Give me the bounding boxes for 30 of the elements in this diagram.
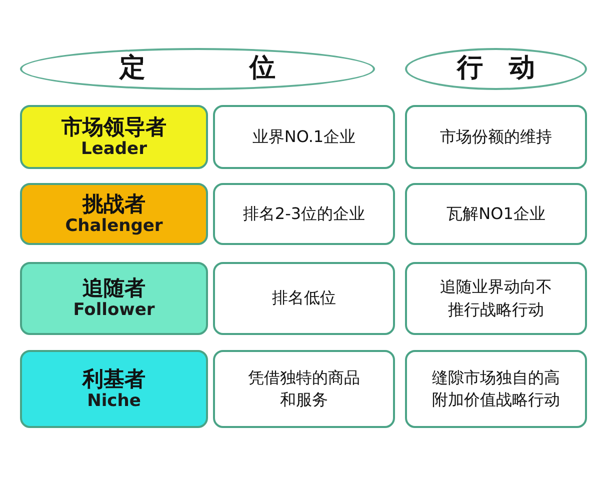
position-box bbox=[213, 105, 395, 169]
role-box bbox=[20, 183, 208, 245]
cell-text: 追随业界动向不推行战略行动 bbox=[439, 276, 553, 320]
action-box bbox=[405, 105, 587, 169]
role-name: 追随者 bbox=[82, 276, 146, 300]
action-box bbox=[405, 183, 587, 245]
cell-text: 瓦解NO1企业 bbox=[446, 202, 546, 225]
role-name: 挑战者 bbox=[82, 192, 146, 216]
action-box bbox=[405, 350, 587, 428]
role-box bbox=[20, 105, 208, 169]
position-box bbox=[213, 183, 395, 245]
cell-text: 排名低位 bbox=[272, 287, 336, 310]
role-english-name: Leader bbox=[81, 138, 147, 160]
position-box bbox=[213, 262, 395, 335]
role-box bbox=[20, 262, 208, 335]
action-box bbox=[405, 262, 587, 335]
cell-text: 凭借独特的商品和服务 bbox=[247, 366, 361, 411]
role-english-name: Niche bbox=[87, 390, 141, 412]
role-name: 利基者 bbox=[82, 366, 146, 391]
column-heading: 行 动 bbox=[457, 54, 535, 84]
cell-text: 缝隙市场独自的高附加价值战略行动 bbox=[431, 366, 561, 411]
role-english-name: Chalenger bbox=[65, 216, 163, 236]
role-box bbox=[20, 350, 208, 428]
cell-text: 市场份额的维持 bbox=[440, 126, 552, 148]
role-name: 市场领导者 bbox=[62, 114, 166, 139]
column-heading: 定 位 bbox=[120, 54, 276, 84]
cell-text: 业界NO.1企业 bbox=[252, 126, 356, 148]
cell-text: 排名2-3位的企业 bbox=[242, 202, 366, 225]
role-english-name: Follower bbox=[73, 300, 155, 321]
position-box bbox=[213, 350, 395, 428]
